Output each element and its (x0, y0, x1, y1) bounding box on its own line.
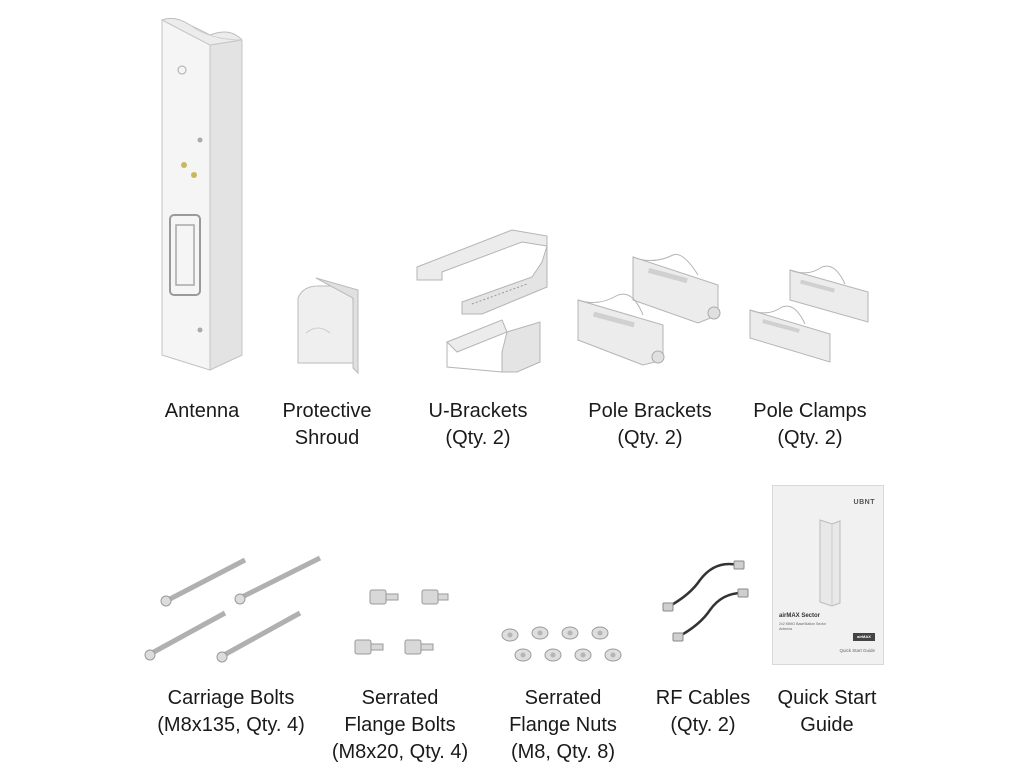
u-brackets-illustration (416, 229, 548, 373)
airmax-badge: airMAX (853, 633, 875, 641)
guide-subtitle: 2x2 MIMO BaseStation Sector Antenna (779, 622, 827, 631)
pole-clamps-illustration (749, 265, 869, 363)
carriage-bolts-illustration (144, 555, 322, 663)
caption-antenna: Antenna (164, 400, 240, 422)
flange-nuts-illustration (501, 626, 622, 662)
guide-title: airMAX Sector (779, 613, 821, 619)
caption-rf-cables: RF Cables(Qty. 2) (655, 687, 751, 736)
caption-pole-brackets: Pole Brackets(Qty. 2) (588, 400, 712, 449)
antenna-illustration (161, 17, 243, 371)
ubnt-logo: UBNT (853, 499, 875, 506)
caption-u-brackets: U-Brackets(Qty. 2) (428, 400, 528, 449)
flange-bolts-illustration (354, 589, 449, 655)
caption-carriage-bolts: Carriage Bolts(M8x135, Qty. 4) (157, 687, 305, 736)
caption-pole-clamps: Pole Clamps(Qty. 2) (753, 400, 867, 449)
guide-footer: Quick Start Guide (839, 648, 875, 653)
quick-start-guide-booklet: UBNT airMAX Sector 2x2 MIMO BaseStation … (772, 485, 884, 665)
shroud-illustration (297, 277, 359, 375)
pole-brackets-illustration (577, 253, 721, 366)
guide-antenna-image (819, 519, 841, 607)
rf-cables-illustration (662, 560, 749, 642)
